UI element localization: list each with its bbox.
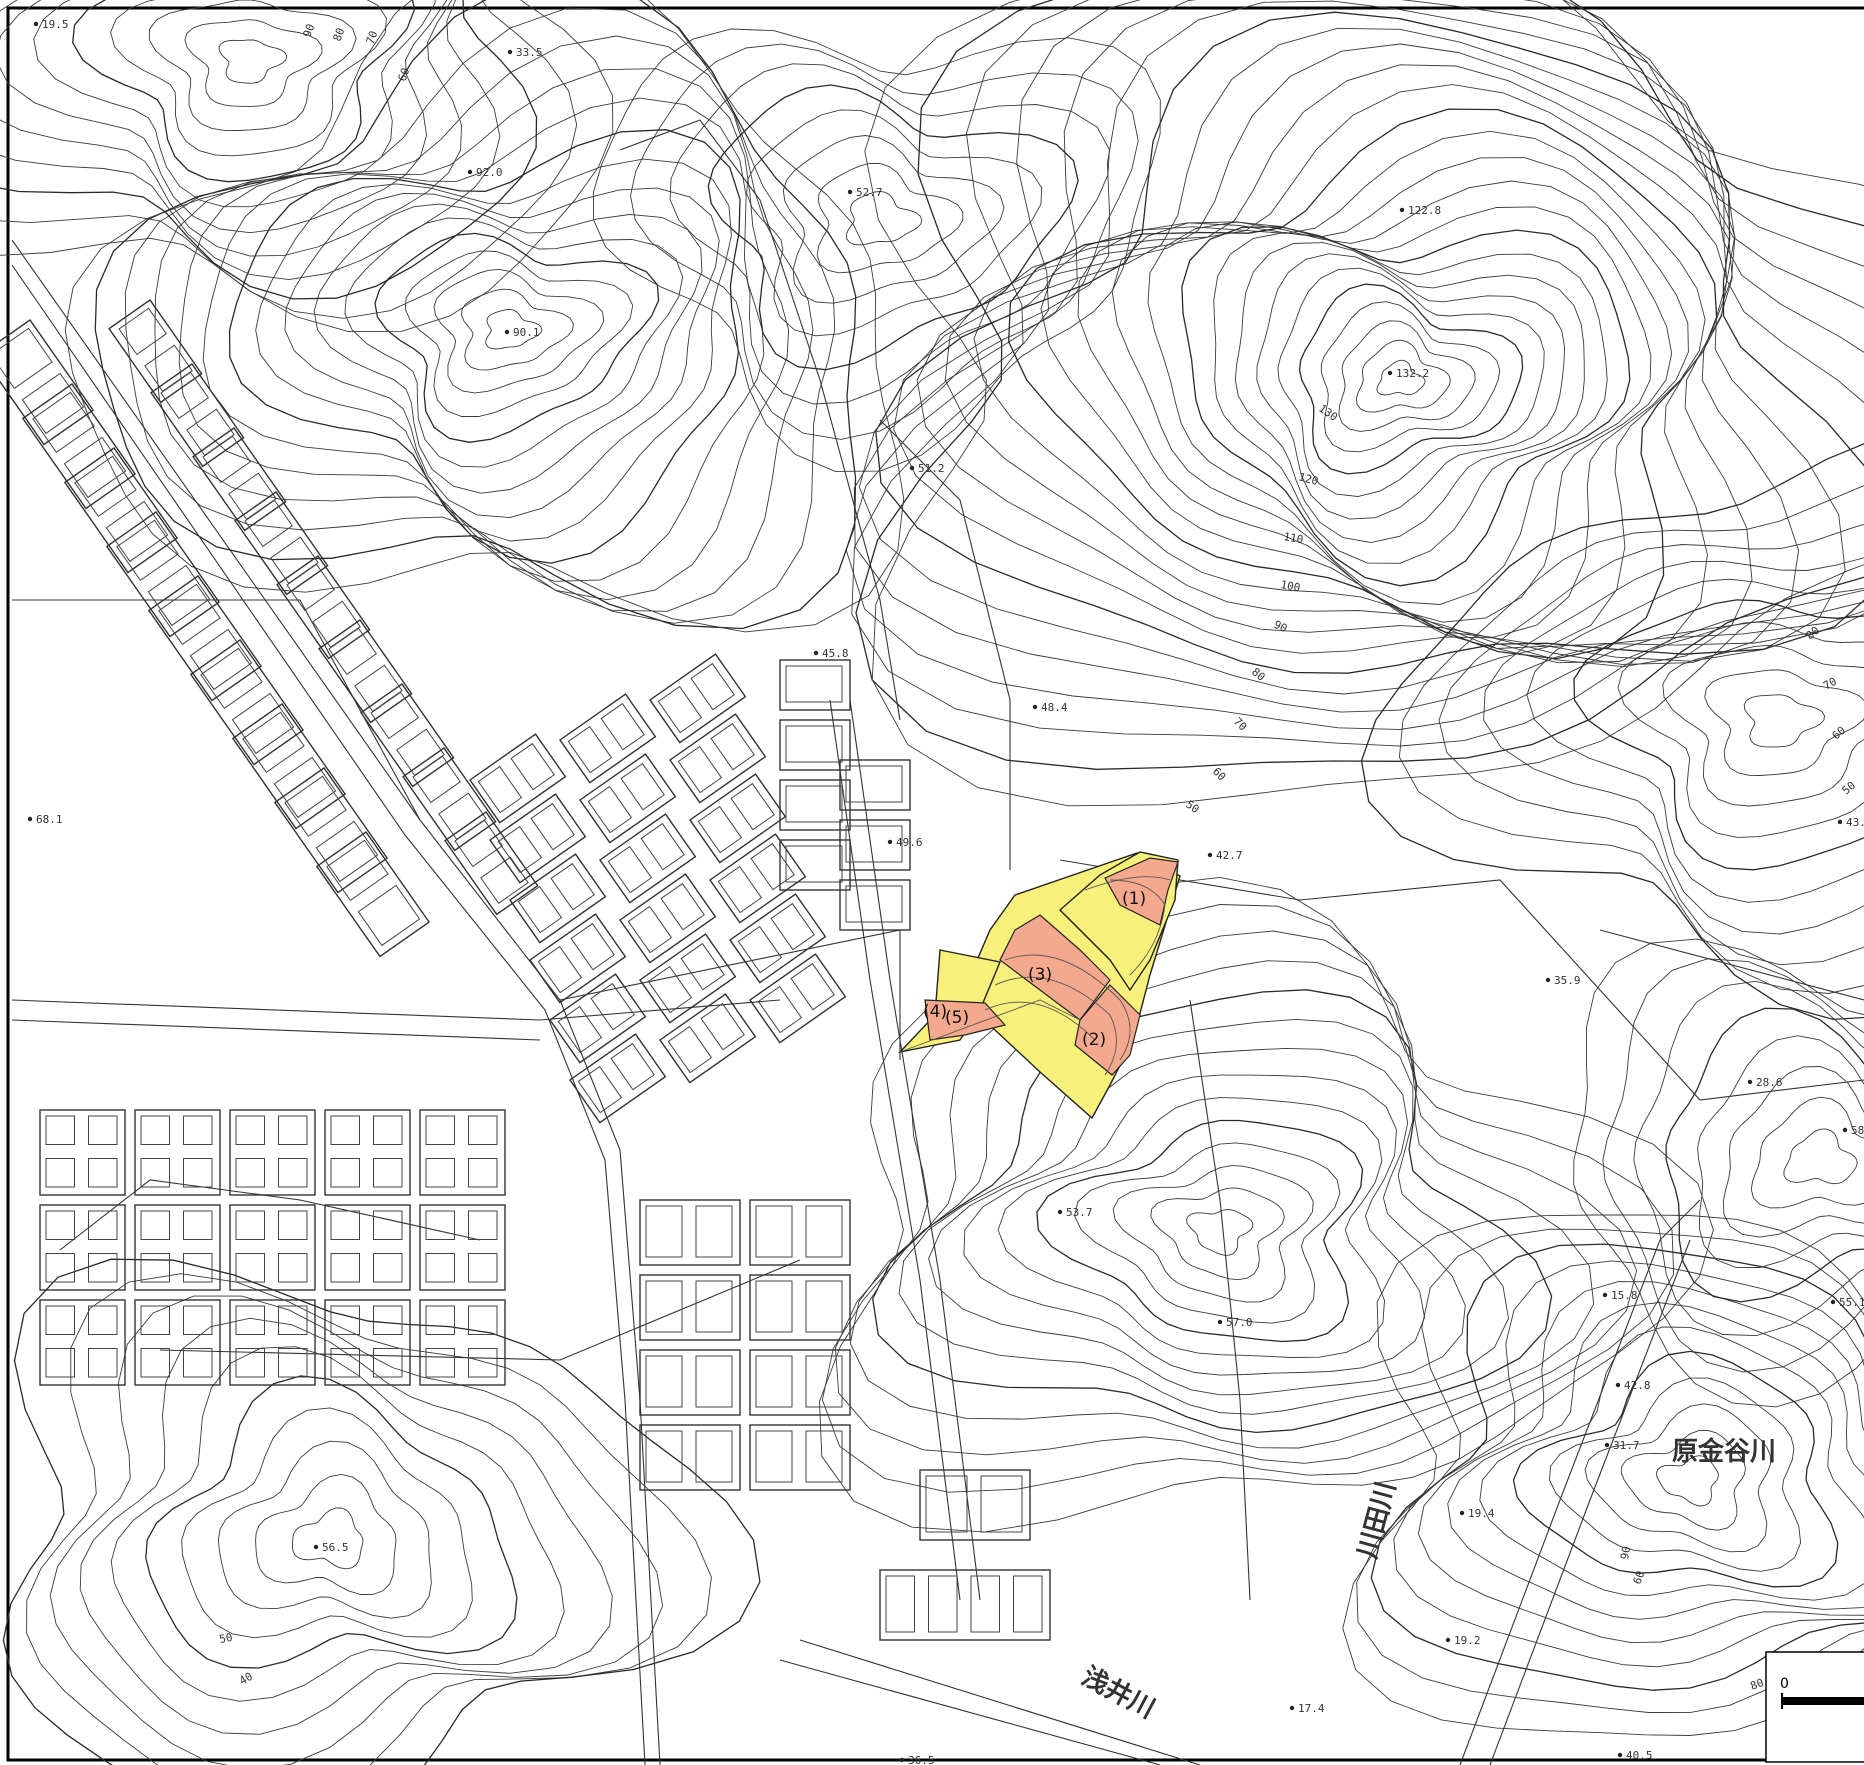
spot-height-label: 48.4 <box>1041 701 1068 714</box>
spot-height-label: 43.3 <box>1846 816 1864 829</box>
spot-height-label: 53.7 <box>1066 1206 1093 1219</box>
spot-height: 43.3 <box>1837 816 1864 829</box>
spot-height: 56.5 <box>313 1541 349 1554</box>
contour-label: 50 <box>1840 779 1859 797</box>
contour-label: 60 <box>1210 765 1229 784</box>
zone-label-1: (1) <box>1122 889 1146 909</box>
spot-height-label: 52.7 <box>856 186 883 199</box>
contour-label: 70 <box>1821 675 1839 693</box>
spot-height: 15.8 <box>1602 1289 1638 1302</box>
spot-height-label: 19.5 <box>42 18 69 31</box>
contour-label: 120 <box>1297 470 1320 488</box>
spot-height: 28.6 <box>1747 1076 1783 1089</box>
zone-label-5: (5) <box>945 1008 969 1028</box>
spot-height: 40.5 <box>1617 1749 1653 1762</box>
spot-height: 19.5 <box>33 18 69 31</box>
spot-height-label: 28.6 <box>1756 1076 1783 1089</box>
spot-height-label: 35.9 <box>1554 974 1581 987</box>
spot-height: 122.8 <box>1399 204 1441 217</box>
scale-zero-label: 0 <box>1780 1676 1789 1692</box>
spot-height: 51.2 <box>909 462 945 475</box>
zone-label-4: (4) <box>923 1002 947 1022</box>
spot-height: 132.2 <box>1387 367 1429 380</box>
spot-height-label: 17.4 <box>1298 1702 1325 1715</box>
spot-height: 33.5 <box>507 46 543 59</box>
spot-height: 42.7 <box>1207 849 1243 862</box>
spot-height: 31.7 <box>1604 1439 1640 1452</box>
spot-height-label: 51.2 <box>918 462 945 475</box>
spot-height: 55.1 <box>1830 1296 1864 1309</box>
spot-height: 58.7 <box>1842 1124 1864 1137</box>
spot-height-label: 36.5 <box>908 1754 935 1765</box>
spot-height: 45.8 <box>813 647 849 660</box>
spot-height: 57.0 <box>1217 1316 1253 1329</box>
contour-label: 60 <box>1631 1569 1648 1586</box>
contour-label: 90 <box>1618 1545 1633 1560</box>
spot-height-label: 42.7 <box>1216 849 1243 862</box>
spot-height: 49.6 <box>887 836 923 849</box>
spot-height: 92.0 <box>467 166 503 179</box>
contour-label: 40 <box>237 1670 255 1688</box>
spot-height-label: 68.1 <box>36 813 63 826</box>
hazard-zone-red-2[interactable] <box>1074 984 1141 1076</box>
spot-height: 19.4 <box>1459 1507 1495 1520</box>
spot-height-label: 92.0 <box>476 166 503 179</box>
river-label-asai: 浅井川 <box>1077 1662 1160 1725</box>
spot-height: 53.7 <box>1057 1206 1093 1219</box>
buildings <box>0 299 1051 1641</box>
spot-height: 17.4 <box>1289 1702 1325 1715</box>
spot-height-label: 42.8 <box>1624 1379 1651 1392</box>
contour-label: 60 <box>396 66 413 83</box>
spot-height: 90.1 <box>504 326 540 339</box>
scale-bar: 0 <box>1765 1651 1864 1763</box>
spot-height-label: 31.7 <box>1613 1439 1640 1452</box>
contour-label: 90 <box>1272 618 1290 635</box>
spot-height: 35.9 <box>1545 974 1581 987</box>
river-label-haragane: 原金谷川 <box>1672 1436 1776 1467</box>
spot-height-label: 33.5 <box>516 46 543 59</box>
contour-label: 80 <box>1249 665 1268 683</box>
hazard-zones[interactable]: (1) (2) (3) (4) (5) <box>897 851 1181 1120</box>
spot-height: 52.7 <box>847 186 883 199</box>
spot-height: 42.8 <box>1615 1379 1651 1392</box>
contour-label: 70 <box>1231 715 1250 734</box>
spot-height: 19.2 <box>1445 1634 1481 1647</box>
spot-height-label: 55.1 <box>1839 1296 1864 1309</box>
spot-height-label: 122.8 <box>1408 204 1441 217</box>
spot-height-label: 49.6 <box>896 836 923 849</box>
spot-height-label: 19.4 <box>1468 1507 1495 1520</box>
spot-height-label: 56.5 <box>322 1541 349 1554</box>
zone-label-3: (3) <box>1028 965 1052 985</box>
spot-height-label: 45.8 <box>822 647 849 660</box>
map-frame <box>6 6 1864 1762</box>
contour-label: 100 <box>1279 578 1301 594</box>
zone-label-2: (2) <box>1082 1030 1106 1050</box>
hazard-zone-red-1[interactable] <box>1104 857 1179 926</box>
spot-height-label: 40.5 <box>1626 1749 1653 1762</box>
spot-height: 68.1 <box>27 813 63 826</box>
contour-label: 130 <box>1316 402 1340 424</box>
contour-label: 90 <box>301 22 318 39</box>
spot-height: 48.4 <box>1032 701 1068 714</box>
contour-label: 60 <box>1830 724 1849 742</box>
spot-height-label: 90.1 <box>513 326 540 339</box>
spot-height-label: 19.2 <box>1454 1634 1481 1647</box>
contour-label: 50 <box>218 1631 233 1646</box>
contour-label: 80 <box>331 26 348 43</box>
road-network <box>11 119 1864 1765</box>
spot-height: 36.5 <box>899 1754 935 1765</box>
contour-label: 50 <box>1183 798 1201 816</box>
contour-label: 70 <box>364 29 381 46</box>
contour-label: 80 <box>1749 1676 1766 1693</box>
contour-label: 110 <box>1282 530 1304 546</box>
spot-height-label: 57.0 <box>1226 1316 1253 1329</box>
spot-height-label: 15.8 <box>1611 1289 1638 1302</box>
spot-heights: 19.5 33.5 92.0 52.7 122.8 90.1 132.2 51.2 45.8 48… <box>27 18 1864 1765</box>
spot-height-label: 58.7 <box>1851 1124 1864 1137</box>
spot-height-label: 132.2 <box>1396 367 1429 380</box>
